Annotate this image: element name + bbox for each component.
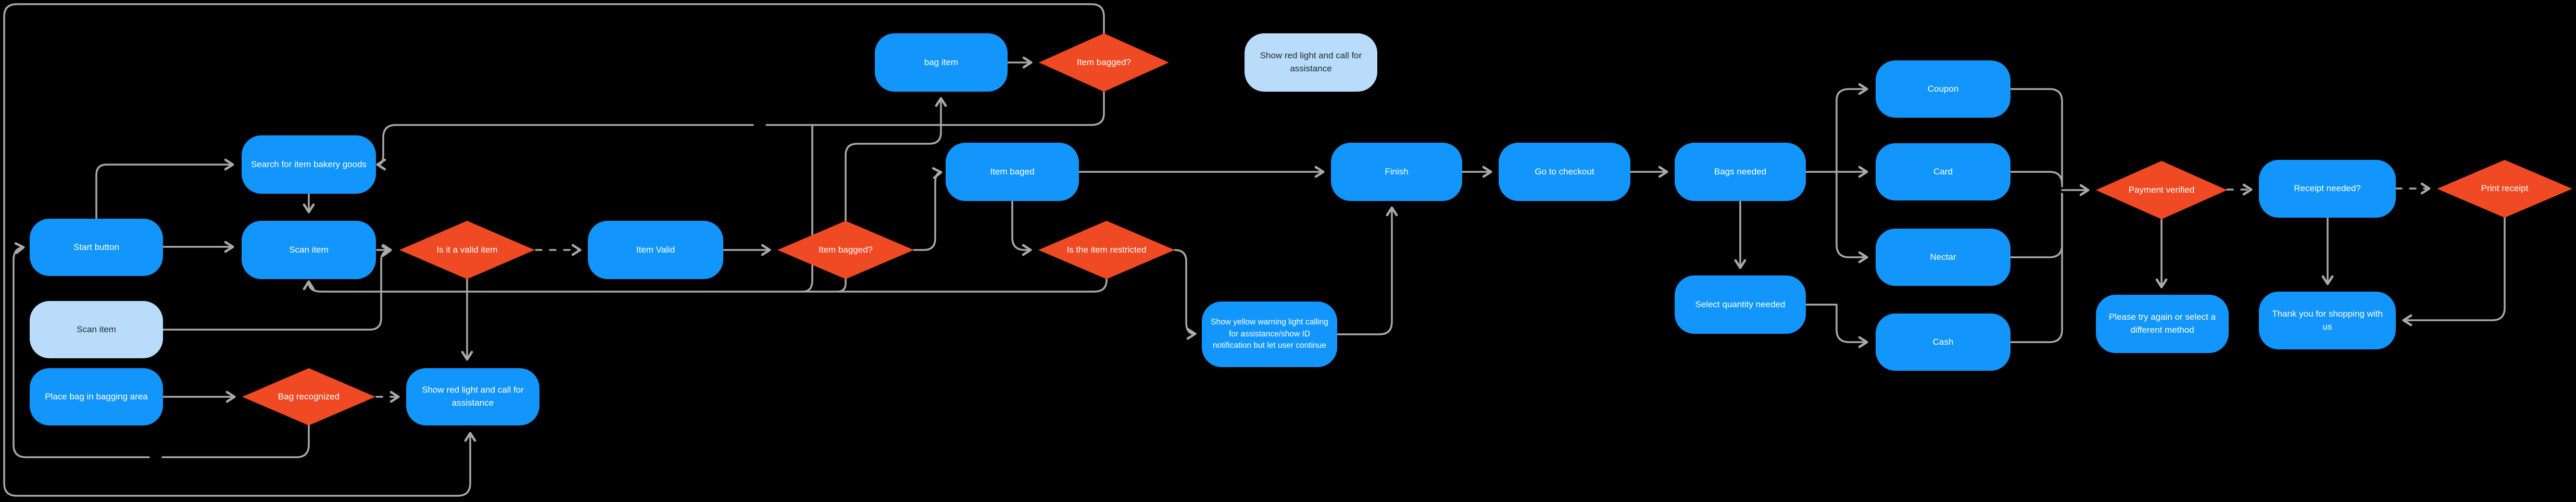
edge-item-baged-to-restricted-q bbox=[1011, 200, 1032, 256]
node-cash[interactable]: Cash bbox=[1876, 313, 2010, 371]
node-show-red-top[interactable]: Show red light and call for assistance bbox=[1245, 33, 1377, 92]
node-place-bag[interactable]: Place bag in bagging area bbox=[30, 368, 163, 425]
edge-restricted-q-to-scan-item bbox=[303, 278, 1108, 293]
node-label-start-button: Start button bbox=[73, 242, 119, 252]
node-label-item-valid: Item Valid bbox=[636, 244, 675, 255]
node-label-bag-item: bag item bbox=[924, 57, 959, 67]
node-label-try-again: Please try again or select a different m… bbox=[2108, 312, 2216, 335]
node-start-button[interactable]: Start button bbox=[30, 219, 163, 276]
edge-item-bagged-q1-to-search-bakery bbox=[378, 91, 1105, 165]
node-bags-needed[interactable]: Bags needed bbox=[1675, 143, 1806, 201]
node-label-search-bakery: Search for item bakery goods bbox=[250, 159, 367, 169]
edge-bags-needed-to-coupon bbox=[1836, 83, 1868, 173]
node-label-print-receipt: Print receipt bbox=[2481, 183, 2529, 194]
edge-print-receipt-to-thank-you bbox=[2402, 217, 2506, 327]
node-label-scan-item: Scan item bbox=[289, 244, 329, 255]
edge-cash-to-payment-verified bbox=[2009, 193, 2063, 343]
edge-bag-recognized-to-start-button bbox=[14, 247, 310, 458]
edge-start-button-to-search-bakery bbox=[95, 158, 234, 220]
node-search-bakery[interactable]: Search for item bakery goods bbox=[242, 135, 376, 194]
node-label-bags-needed: Bags needed bbox=[1714, 166, 1767, 177]
node-finish[interactable]: Finish bbox=[1331, 143, 1462, 201]
node-label-show-red-bottom: Show red light and call for assistance bbox=[422, 385, 524, 408]
edge-show-yellow-to-finish bbox=[1336, 206, 1398, 335]
node-label-finish: Finish bbox=[1385, 166, 1409, 177]
node-bag-item[interactable]: bag item bbox=[875, 33, 1008, 92]
edge-nectar-to-payment-verified bbox=[2009, 193, 2063, 258]
node-label-cash: Cash bbox=[1932, 336, 1954, 347]
node-label-thank-you: Thank you for shopping with us bbox=[2272, 308, 2383, 332]
edge-scan-item-manual-to-valid-item-q bbox=[162, 245, 392, 331]
edge-coupon-to-payment-verified bbox=[2009, 88, 2063, 184]
edge-restricted-q-to-show-yellow bbox=[1174, 249, 1197, 340]
node-label-show-yellow: Show yellow warning light calling for as… bbox=[1211, 318, 1328, 350]
node-label-place-bag: Place bag in bagging area bbox=[45, 391, 148, 401]
node-scan-item-manual[interactable]: Scan item bbox=[30, 301, 163, 358]
node-label-receipt-q: Receipt needed? bbox=[2294, 183, 2361, 194]
node-go-to-checkout[interactable]: Go to checkout bbox=[1499, 143, 1630, 201]
node-label-bag-recognized: Bag recognized bbox=[278, 391, 340, 401]
edge-item-bagged-q1-to-show-red-bottom bbox=[3, 3, 1105, 497]
node-item-baged[interactable]: Item baged bbox=[946, 143, 1079, 201]
node-label-item-baged: Item baged bbox=[990, 166, 1035, 177]
node-label-payment-verified: Payment verified bbox=[2128, 184, 2195, 195]
node-nectar[interactable]: Nectar bbox=[1876, 229, 2010, 286]
node-card[interactable]: Card bbox=[1876, 143, 2010, 200]
node-receipt-q[interactable]: Receipt needed? bbox=[2259, 160, 2396, 218]
edge-select-quantity-to-cash bbox=[1836, 304, 1868, 348]
node-label-select-quantity: Select quantity needed bbox=[1695, 299, 1786, 309]
node-coupon[interactable]: Coupon bbox=[1876, 60, 2010, 118]
edge-item-bagged-q2-to-scan-item bbox=[836, 278, 847, 293]
node-select-quantity[interactable]: Select quantity needed bbox=[1675, 275, 1806, 334]
node-label-scan-item-manual: Scan item bbox=[77, 324, 116, 334]
edge-card-to-payment-verified bbox=[2009, 171, 2063, 187]
node-try-again[interactable]: Please try again or select a different m… bbox=[2096, 295, 2229, 353]
edge-item-bagged-q2-to-item-baged bbox=[913, 167, 943, 251]
node-item-valid[interactable]: Item Valid bbox=[588, 221, 723, 279]
edge-item-bagged-q1-to-scan-item bbox=[802, 124, 813, 293]
node-label-valid-item-q: Is it a valid item bbox=[436, 244, 498, 255]
node-label-item-bagged-q2: Item bagged? bbox=[819, 244, 873, 255]
node-label-coupon: Coupon bbox=[1927, 83, 1959, 94]
edge-item-bagged-q2-to-bag-item bbox=[845, 97, 947, 222]
node-show-red-bottom[interactable]: Show red light and call for assistance bbox=[406, 368, 539, 425]
node-label-restricted-q: Is the item restricted bbox=[1066, 244, 1147, 255]
node-label-show-red-top: Show red light and call for assistance bbox=[1260, 51, 1362, 73]
node-label-nectar: Nectar bbox=[1930, 252, 1956, 262]
node-label-go-to-checkout: Go to checkout bbox=[1535, 166, 1594, 177]
node-show-yellow[interactable]: Show yellow warning light calling for as… bbox=[1202, 302, 1337, 367]
edge-bags-needed-to-nectar bbox=[1836, 171, 1868, 263]
node-thank-you[interactable]: Thank you for shopping with us bbox=[2259, 292, 2396, 349]
node-scan-item[interactable]: Scan item bbox=[242, 221, 376, 279]
node-label-item-bagged-q1: Item bagged? bbox=[1077, 57, 1131, 67]
node-label-card: Card bbox=[1933, 166, 1953, 177]
